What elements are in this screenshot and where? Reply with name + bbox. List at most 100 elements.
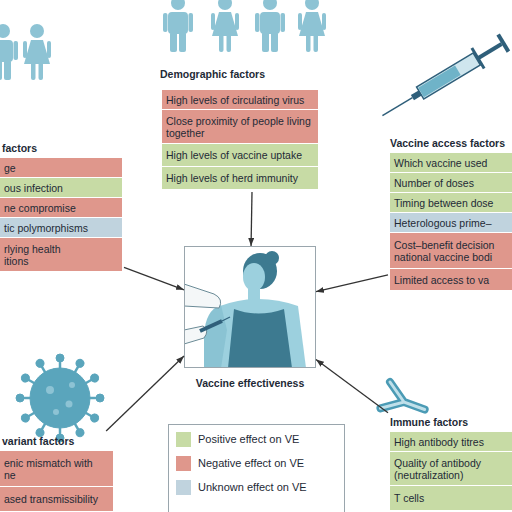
factor-row: Timing between dose <box>390 193 512 213</box>
factor-row: High levels of vaccine uptake <box>162 144 318 167</box>
factor-text: Quality of antibody (neutralization) <box>394 457 512 481</box>
virus-spike-tip <box>75 358 86 369</box>
syringe-needle <box>382 98 412 116</box>
virus-spike-tip <box>16 394 24 402</box>
factor-group: Demographic factorsHigh levels of circul… <box>158 64 322 192</box>
syringe-rod <box>477 42 503 60</box>
syringe-plunger <box>496 33 510 52</box>
legend-swatch <box>176 480 191 495</box>
factor-text: tic polymorphisms <box>4 222 88 234</box>
factor-row: ne compromise <box>0 198 122 218</box>
legend-frame <box>169 425 345 512</box>
factor-group: Vaccine access factorsWhich vaccine used… <box>388 133 512 293</box>
arm <box>204 305 227 368</box>
legend-swatch <box>176 456 191 471</box>
syringe-barrel <box>417 53 481 99</box>
tank-top <box>228 309 292 368</box>
group-heading: Immune factors <box>390 416 468 428</box>
group-heading: variant factors <box>2 435 74 447</box>
factor-row: High levels of circulating virus <box>162 90 318 110</box>
connector-arrow <box>124 267 184 289</box>
factor-group: factors ge ous infection ne compromise tic p… <box>0 138 124 274</box>
legend-text: Unknown effect on VE <box>198 480 307 495</box>
factor-row: Close proximity of people living togethe… <box>162 110 318 144</box>
factor-row: Limited access to va <box>390 269 512 291</box>
factor-row: Which vaccine used <box>390 153 512 173</box>
virus-dot <box>46 386 54 394</box>
virus-body <box>30 368 90 428</box>
factor-text: Which vaccine used <box>394 157 487 169</box>
factor-text: Timing between dose <box>394 197 493 209</box>
factor-text: High levels of vaccine uptake <box>166 149 302 161</box>
factor-row: ased transmissibility <box>0 487 113 512</box>
factor-text: Limited access to va <box>394 274 489 286</box>
person-icon <box>163 0 193 52</box>
factor-group: Immune factorsHigh antibody titresQualit… <box>388 412 512 512</box>
virus-spike-tip <box>96 394 104 402</box>
vaccination-illustration <box>184 246 316 368</box>
person-icon <box>255 0 285 52</box>
factor-row: T cells <box>390 486 512 511</box>
virus-dot <box>53 409 59 415</box>
factor-row: Cost–benefit decision national vaccine b… <box>390 233 512 269</box>
virus-spike-tip <box>35 358 46 369</box>
legend-swatch <box>176 432 191 447</box>
illustration-box: Vaccine effectiveness <box>184 246 316 368</box>
factor-text: Heterologous prime– <box>394 217 491 229</box>
connector-arrow <box>250 192 252 246</box>
factor-text: High antibody titres <box>394 436 484 448</box>
syringe-liquid <box>418 66 461 98</box>
syringe-needle <box>222 317 230 321</box>
factor-text: Cost–benefit decision national vaccine b… <box>394 239 512 263</box>
syringe-icon <box>376 32 511 126</box>
factor-row: Heterologous prime– <box>390 213 512 233</box>
factor-text: Close proximity of people living togethe… <box>166 115 318 139</box>
factor-row: High antibody titres <box>390 432 512 452</box>
legend-text: Negative effect on VE <box>198 456 304 471</box>
hair-bun <box>265 251 279 265</box>
virus-spike-tip <box>89 373 100 384</box>
factor-text: ased transmissibility <box>4 493 98 505</box>
factor-text: ne compromise <box>4 202 76 214</box>
virus-spike-tip <box>56 354 64 362</box>
factor-group: variant factors enic mismatch with ne ased… <box>0 431 115 512</box>
syringe-barrel <box>200 321 222 331</box>
gloved-hand <box>184 284 221 308</box>
illustration-background <box>184 246 316 368</box>
person-icon <box>0 24 18 80</box>
person-icon <box>23 24 51 80</box>
factor-text: Number of doses <box>394 177 474 189</box>
factor-row: enic mismatch with ne <box>0 451 113 487</box>
virus-dot <box>66 401 73 408</box>
factor-text: rlying health itions <box>4 243 82 267</box>
factor-row: Number of doses <box>390 173 512 193</box>
person-icon <box>298 0 326 52</box>
center-caption: Vaccine effectiveness <box>165 377 335 389</box>
virus-icon <box>16 354 104 442</box>
group-heading: factors <box>2 142 37 154</box>
connector-arrow <box>106 356 184 431</box>
factor-text: ge <box>4 162 16 174</box>
group-heading: Demographic factors <box>160 68 265 80</box>
virus-dot <box>69 382 75 388</box>
people-icons <box>0 0 326 80</box>
connector-arrow <box>316 359 388 412</box>
factor-row: Quality of antibody (neutralization) <box>390 452 512 486</box>
syringe-hub <box>411 90 422 100</box>
factor-text: T cells <box>394 492 424 504</box>
connector-arrow <box>316 275 388 292</box>
factor-row: ous infection <box>0 178 122 198</box>
factor-text: enic mismatch with ne <box>4 457 99 481</box>
group-heading: Vaccine access factors <box>390 137 505 149</box>
person-icon <box>211 0 239 52</box>
factor-row: tic polymorphisms <box>0 218 122 238</box>
virus-spike-tip <box>20 413 31 424</box>
virus-spike-tip <box>75 427 86 438</box>
factor-text: High levels of circulating virus <box>166 94 304 106</box>
virus-spike-tip <box>89 413 100 424</box>
factor-row: High levels of herd immunity <box>162 167 318 190</box>
factor-row: rlying health itions <box>0 238 122 272</box>
virus-spike-tip <box>20 373 31 384</box>
